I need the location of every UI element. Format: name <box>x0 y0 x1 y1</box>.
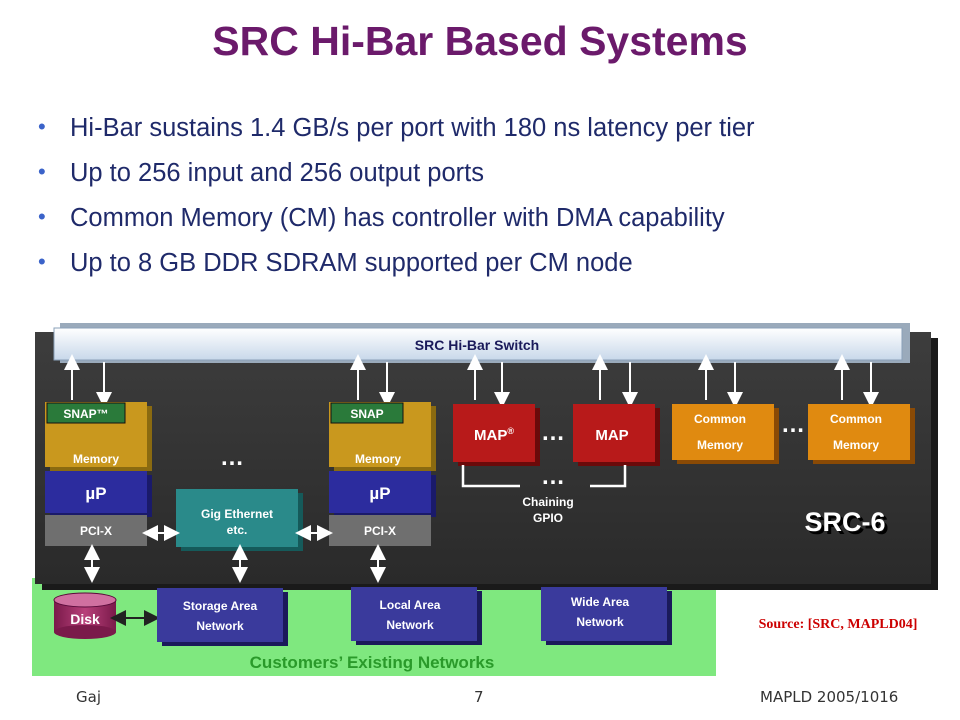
bullet-item: • Up to 8 GB DDR SDRAM supported per CM n… <box>38 245 755 290</box>
wan-label-2: Network <box>576 615 624 629</box>
switch-links <box>64 354 879 408</box>
bullet-text: Common Memory (CM) has controller with D… <box>70 204 725 232</box>
lan-label: Local Area <box>380 598 441 612</box>
memory-label: Memory <box>73 452 119 466</box>
map-ellipsis: … <box>541 419 565 446</box>
lan-label-2: Network <box>386 618 434 632</box>
bullet-text: Hi-Bar sustains 1.4 GB/s per port with 1… <box>70 114 755 142</box>
common-memory-2[interactable]: Common Memory <box>808 404 915 464</box>
common-memory-ellipsis: … <box>781 411 805 438</box>
common-memory-label-2: Memory <box>697 438 743 452</box>
slide-title: SRC Hi-Bar Based Systems <box>212 18 748 64</box>
bullet-dot-icon: • <box>38 159 46 184</box>
chaining-label: Chaining <box>522 495 573 509</box>
snap-label: SNAP <box>350 407 383 421</box>
nodes-ellipsis: … <box>220 444 244 471</box>
snap-label: SNAP™ <box>63 407 108 421</box>
chaining-gpio-bracket <box>461 465 627 488</box>
memory-label: Memory <box>355 452 401 466</box>
footer-conference: MAPLD 2005/1016 <box>760 688 899 706</box>
hibar-switch-label: SRC Hi-Bar Switch <box>415 337 539 353</box>
gig-ethernet-box[interactable]: Gig Ethernet etc. <box>176 489 303 551</box>
gig-ethernet-label: Gig Ethernet <box>201 507 273 521</box>
pcix-label: PCI-X <box>80 524 112 538</box>
map-module-1[interactable]: MAP® <box>453 404 540 466</box>
footer-page-number: 7 <box>474 688 484 706</box>
wide-area-network-box[interactable]: Wide Area Network <box>541 587 672 645</box>
storage-area-network-box[interactable]: Storage Area Network <box>157 588 288 646</box>
bullet-text: Up to 8 GB DDR SDRAM supported per CM no… <box>70 249 633 277</box>
source-citation: Source: [SRC, MAPLD04] <box>759 617 918 632</box>
common-memory-label: Common <box>694 412 746 426</box>
customers-networks-label: Customers’ Existing Networks <box>250 653 495 672</box>
microprocessor-label: µP <box>369 484 390 503</box>
wan-label: Wide Area <box>571 595 629 609</box>
bullet-list: • Hi-Bar sustains 1.4 GB/s per port with … <box>38 110 755 290</box>
local-area-network-box[interactable]: Local Area Network <box>351 587 482 645</box>
disk-cylinder[interactable]: Disk <box>53 592 117 639</box>
gig-ethernet-label-2: etc. <box>227 523 248 537</box>
common-memory-label-2: Memory <box>833 438 879 452</box>
san-label-2: Network <box>196 619 244 633</box>
src-architecture-diagram: SRC Hi-Bar Switch SNAP™ Memory µP PCI-X … <box>32 323 938 676</box>
bullet-text: Up to 256 input and 256 output ports <box>70 159 484 187</box>
system-name: SRC-6 <box>804 507 885 537</box>
common-memory-1[interactable]: Common Memory <box>672 404 779 464</box>
gpio-label: GPIO <box>533 511 563 525</box>
microprocessor-label: µP <box>85 484 106 503</box>
bullet-item: • Hi-Bar sustains 1.4 GB/s per port with … <box>38 110 755 155</box>
footer-author: Gaj <box>76 688 101 706</box>
pcix-label: PCI-X <box>364 524 396 538</box>
map-label: MAP® <box>474 426 514 444</box>
bullet-dot-icon: • <box>38 114 46 139</box>
common-memory-label: Common <box>830 412 882 426</box>
bullet-dot-icon: • <box>38 249 46 274</box>
map-label-2: MAP <box>595 427 628 444</box>
san-label: Storage Area <box>183 599 258 613</box>
registered-mark: ® <box>507 426 514 436</box>
disk-label: Disk <box>70 611 100 627</box>
bullet-item: • Up to 256 input and 256 output ports <box>38 155 755 200</box>
compute-node-2[interactable]: SNAP Memory µP PCI-X <box>329 402 436 546</box>
system-name-shadow: SRC-6 <box>807 510 888 540</box>
network-links <box>84 544 386 583</box>
bullet-item: • Common Memory (CM) has controller with … <box>38 200 755 245</box>
bullet-dot-icon: • <box>38 204 46 229</box>
map-module-2[interactable]: MAP <box>573 404 660 466</box>
chaining-ellipsis: … <box>541 463 565 490</box>
compute-node-1[interactable]: SNAP™ Memory µP PCI-X <box>45 402 152 546</box>
